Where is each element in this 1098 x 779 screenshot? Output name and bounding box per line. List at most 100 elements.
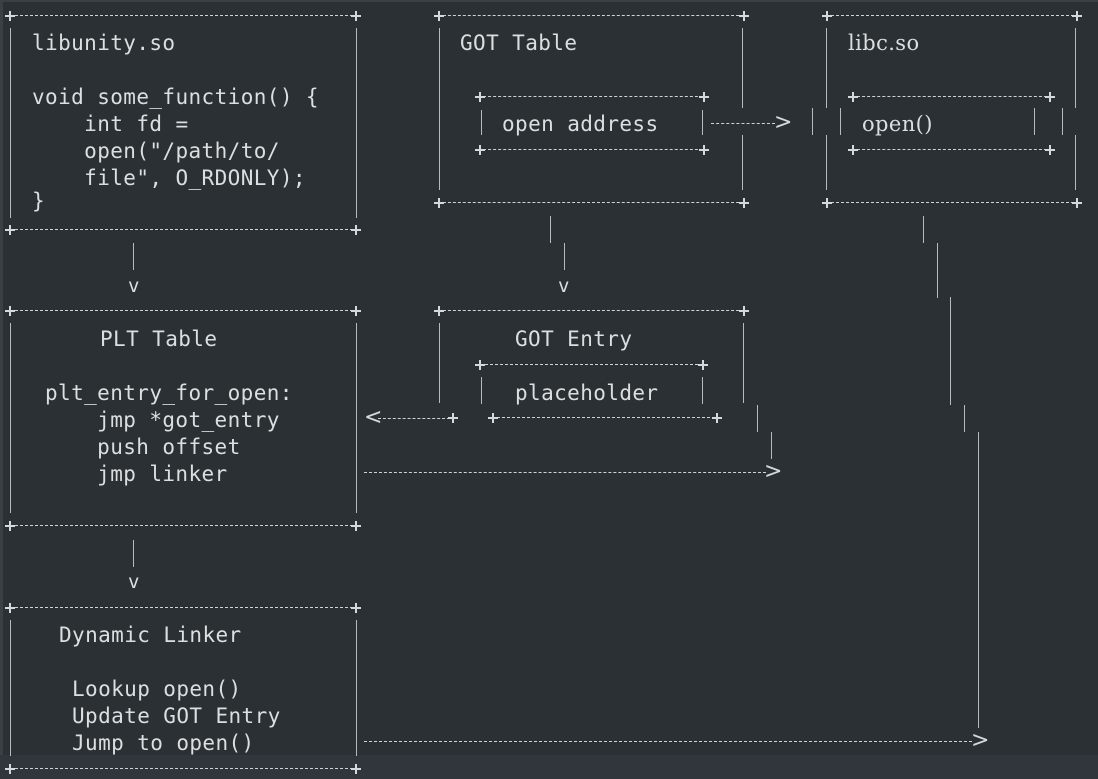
arrow-shaft xyxy=(364,472,766,473)
libc-box-top-border xyxy=(826,15,1079,16)
libc-box-right-border xyxy=(1062,108,1063,135)
arrow-shaft xyxy=(711,123,775,124)
libc-box-bottom-border xyxy=(826,202,1079,203)
libc-open-top-border xyxy=(852,96,1052,97)
libunity-code-line: int fd = xyxy=(32,112,189,136)
arrow-down-icon: v xyxy=(128,275,140,297)
plt-table-box-top-border xyxy=(10,310,358,311)
corner-icon xyxy=(822,198,832,208)
plt-code-line: jmp *got_entry xyxy=(45,408,280,432)
corner-icon xyxy=(739,11,749,21)
arrow-right-icon: > xyxy=(764,459,783,484)
libc-box-left-border xyxy=(812,108,813,135)
corner-icon xyxy=(1072,198,1082,208)
got-entry-box-right-border xyxy=(743,323,744,403)
placeholder-slot-left-border xyxy=(481,377,482,404)
bottom-strip xyxy=(0,755,1098,779)
corner-icon xyxy=(5,225,15,235)
got-table-box-left-border xyxy=(439,28,440,190)
corner-icon xyxy=(5,764,15,774)
corner-icon xyxy=(434,198,444,208)
dynamic-linker-box-left-border xyxy=(10,620,11,756)
plt-table-box-left-border xyxy=(10,323,11,513)
libc-open-right-border xyxy=(1034,108,1035,135)
libc-box-right-border xyxy=(1075,28,1076,108)
got-entry-box-left-border xyxy=(439,323,440,403)
corner-icon xyxy=(712,413,722,423)
placeholder-slot-right-border xyxy=(702,377,703,404)
libunity-code-line: open("/path/to/ xyxy=(32,139,280,163)
corner-icon xyxy=(351,11,361,21)
corner-icon xyxy=(5,603,15,613)
placeholder-label: placeholder xyxy=(515,381,659,405)
got-table-title: GOT Table xyxy=(460,31,578,55)
libc-box-left-border xyxy=(826,28,827,108)
libunity-code-line: void some_function() { xyxy=(32,85,319,109)
corner-icon xyxy=(475,145,485,155)
libc-open-label: open() xyxy=(862,112,933,136)
arrow-right-icon: > xyxy=(971,728,990,753)
arrow-down-icon: v xyxy=(558,275,570,297)
corner-icon xyxy=(351,521,361,531)
dynamic-linker-box-top-border xyxy=(10,607,358,608)
corner-icon xyxy=(699,92,709,102)
open-address-slot-right-border xyxy=(702,110,703,135)
open-address-slot-left-border xyxy=(481,110,482,135)
corner-icon xyxy=(488,413,498,423)
libunity-box-bottom-border xyxy=(10,229,358,230)
libc-box-right-border xyxy=(1075,135,1076,190)
connector-segment xyxy=(950,297,951,405)
corner-icon xyxy=(822,11,832,21)
corner-icon xyxy=(698,360,708,370)
corner-icon xyxy=(351,306,361,316)
libunity-code-line: } xyxy=(32,189,46,213)
corner-icon xyxy=(699,145,709,155)
arrow-shaft xyxy=(378,418,450,419)
corner-icon xyxy=(1072,11,1082,21)
corner-icon xyxy=(848,145,858,155)
got-entry-box-right-border xyxy=(771,432,772,459)
libunity-box-left-border xyxy=(10,28,11,218)
corner-icon xyxy=(351,225,361,235)
open-address-label: open address xyxy=(502,112,659,136)
plt-table-box-right-border xyxy=(356,323,357,513)
linker-step-line: Update GOT Entry xyxy=(72,704,281,728)
corner-icon xyxy=(1045,92,1055,102)
libc-title: libc.so xyxy=(848,31,920,55)
got-entry-box-top-border xyxy=(438,310,744,311)
linker-step-line: Jump to open() xyxy=(72,731,255,755)
corner-icon xyxy=(739,306,749,316)
dynamic-linker-title: Dynamic Linker xyxy=(59,623,242,647)
arrow-shaft xyxy=(550,216,551,243)
got-table-box-bottom-border xyxy=(438,202,744,203)
plt-table-box-bottom-border xyxy=(10,525,358,526)
libc-box-left-border xyxy=(826,135,827,190)
libunity-box-top-border xyxy=(10,15,358,16)
arrow-right-icon: > xyxy=(774,110,793,135)
connector-segment xyxy=(978,432,979,728)
arrow-shaft xyxy=(564,243,565,270)
libc-open-left-border xyxy=(840,108,841,135)
arrow-shaft xyxy=(133,243,134,270)
corner-icon xyxy=(5,11,15,21)
corner-icon xyxy=(5,306,15,316)
connector-segment xyxy=(937,243,938,298)
libunity-box-right-border xyxy=(356,28,357,218)
plt-table-title: PLT Table xyxy=(100,327,218,351)
arrow-left-icon: < xyxy=(364,405,383,430)
corner-icon xyxy=(434,306,444,316)
plt-code-line: jmp linker xyxy=(45,462,228,486)
corner-icon xyxy=(5,521,15,531)
dynamic-linker-box-right-border xyxy=(356,620,357,756)
arrow-shaft xyxy=(133,540,134,567)
libc-open-bottom-border xyxy=(852,149,1052,150)
corner-icon xyxy=(739,198,749,208)
plt-code-line: plt_entry_for_open: xyxy=(45,381,293,405)
got-table-box-right-border xyxy=(742,135,743,190)
arrow-shaft xyxy=(364,741,972,742)
linker-step-line: Lookup open() xyxy=(72,677,242,701)
plt-code-line: push offset xyxy=(45,435,241,459)
corner-icon xyxy=(1045,145,1055,155)
corner-icon xyxy=(475,360,485,370)
open-address-slot-bottom-border xyxy=(478,149,708,150)
